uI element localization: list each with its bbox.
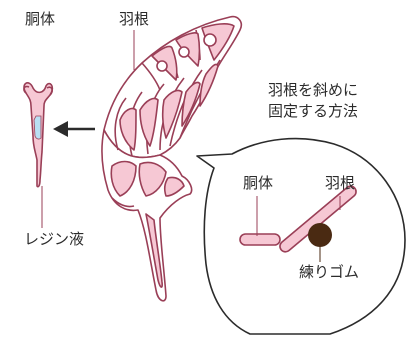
label-wing-top: 羽根 (119, 12, 149, 27)
callout-body-bar (240, 234, 280, 245)
clay-ball (308, 223, 332, 247)
label-clay: 練りゴム (299, 265, 359, 280)
label-resin: レジン液 (24, 232, 84, 247)
method-note-line1: 羽根を斜めに (268, 80, 358, 101)
method-note-line2: 固定する方法 (268, 101, 358, 122)
arrow-left-icon (53, 121, 95, 137)
label-body-top: 胴体 (25, 12, 55, 27)
label-callout-body: 胴体 (243, 176, 273, 191)
label-callout-wing: 羽根 (325, 176, 355, 191)
method-note: 羽根を斜めに 固定する方法 (268, 80, 358, 122)
resin-area (34, 116, 41, 139)
